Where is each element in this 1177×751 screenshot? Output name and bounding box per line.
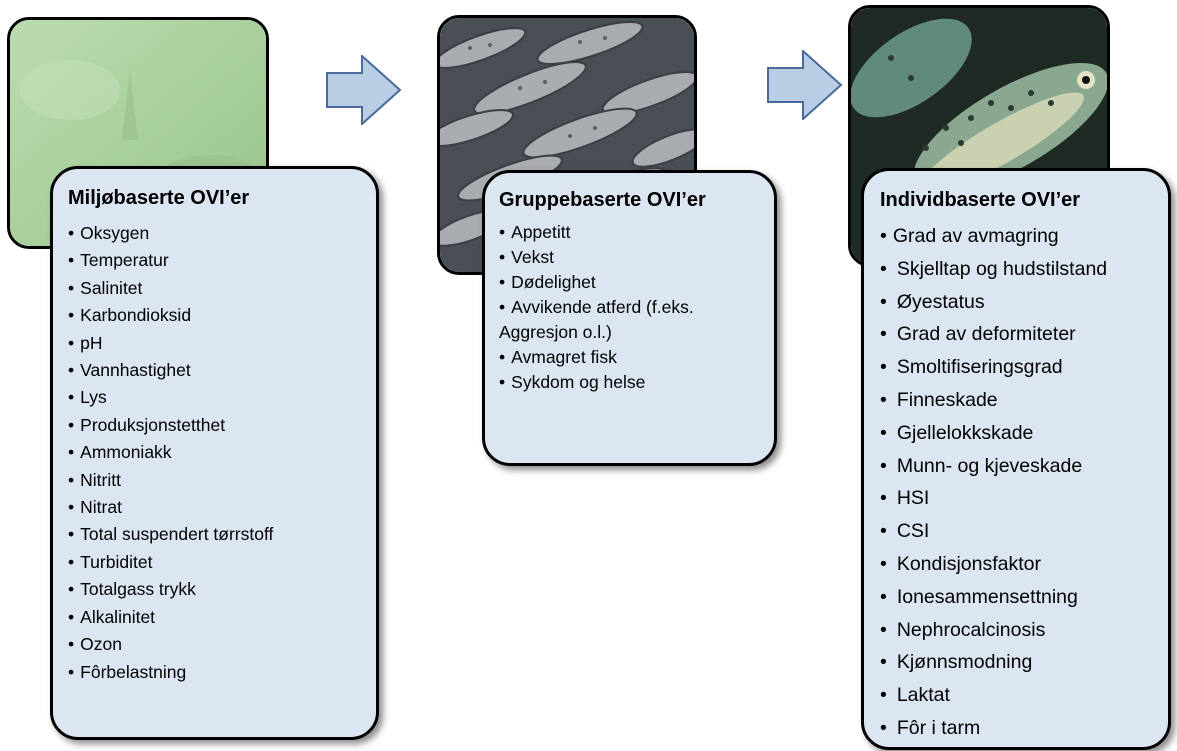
right-arrow-icon xyxy=(326,55,402,125)
list-item: Nephrocalcinosis xyxy=(880,614,1168,647)
list-item: Totalgass trykk xyxy=(68,576,376,603)
indicator-list: Grad av avmagring Skjelltap og hudstilst… xyxy=(880,220,1168,745)
list-item: Avvikende atferd (f.eks. Aggresjon o.l.) xyxy=(499,295,771,345)
list-item: Vekst xyxy=(499,245,774,270)
list-item: Ozon xyxy=(68,631,376,658)
list-item: Grad av avmagring xyxy=(880,220,1168,253)
individual-indicators-card: Individbaserte OVI’er Grad av avmagring … xyxy=(861,168,1171,750)
list-item: Nitritt xyxy=(68,467,376,494)
list-item: Alkalinitet xyxy=(68,604,376,631)
list-item: Finneskade xyxy=(880,384,1168,417)
list-item: Øyestatus xyxy=(880,286,1168,319)
list-item: pH xyxy=(68,330,376,357)
list-item: Nitrat xyxy=(68,494,376,521)
card-title: Miljøbaserte OVI’er xyxy=(68,187,250,209)
indicator-list: Oksygen Temperatur Salinitet Karbondioks… xyxy=(68,220,376,686)
list-item: Grad av deformiteter xyxy=(880,318,1168,351)
list-item: Ionesammensettning xyxy=(880,581,1168,614)
list-item: Oksygen xyxy=(68,220,376,247)
list-item: Turbiditet xyxy=(68,549,376,576)
list-item: Karbondioksid xyxy=(68,302,376,329)
indicator-list: Appetitt Vekst Dødelighet Avvikende atfe… xyxy=(499,220,774,395)
list-item: Temperatur xyxy=(68,247,376,274)
list-item: Vannhastighet xyxy=(68,357,376,384)
list-item: Smoltifiseringsgrad xyxy=(880,351,1168,384)
list-item: Gjellelokkskade xyxy=(880,417,1168,450)
environment-indicators-card: Miljøbaserte OVI’er Oksygen Temperatur S… xyxy=(50,166,379,740)
list-item: Dødelighet xyxy=(499,270,774,295)
list-item: Salinitet xyxy=(68,275,376,302)
list-item: Avmagret fisk xyxy=(499,345,774,370)
list-item: Kondisjonsfaktor xyxy=(880,548,1168,581)
card-title: Gruppebaserte OVI’er xyxy=(499,189,706,211)
group-indicators-card: Gruppebaserte OVI’er Appetitt Vekst Døde… xyxy=(482,170,777,466)
list-item: Produksjonstetthet xyxy=(68,412,376,439)
card-title: Individbaserte OVI’er xyxy=(880,189,1081,211)
list-item: Ammoniakk xyxy=(68,439,376,466)
list-item: Sykdom og helse xyxy=(499,370,774,395)
right-arrow-icon xyxy=(767,50,843,120)
list-item: Appetitt xyxy=(499,220,774,245)
list-item: Fôr i tarm xyxy=(880,712,1168,745)
list-item: Kjønnsmodning xyxy=(880,646,1168,679)
list-item: Lys xyxy=(68,384,376,411)
list-item: Laktat xyxy=(880,679,1168,712)
list-item: HSI xyxy=(880,482,1168,515)
list-item: Fôrbelastning xyxy=(68,659,376,686)
list-item: Skjelltap og hudstilstand xyxy=(880,253,1168,286)
list-item: CSI xyxy=(880,515,1168,548)
list-item: Munn- og kjeveskade xyxy=(880,450,1168,483)
list-item: Total suspendert tørrstoff xyxy=(68,521,376,548)
